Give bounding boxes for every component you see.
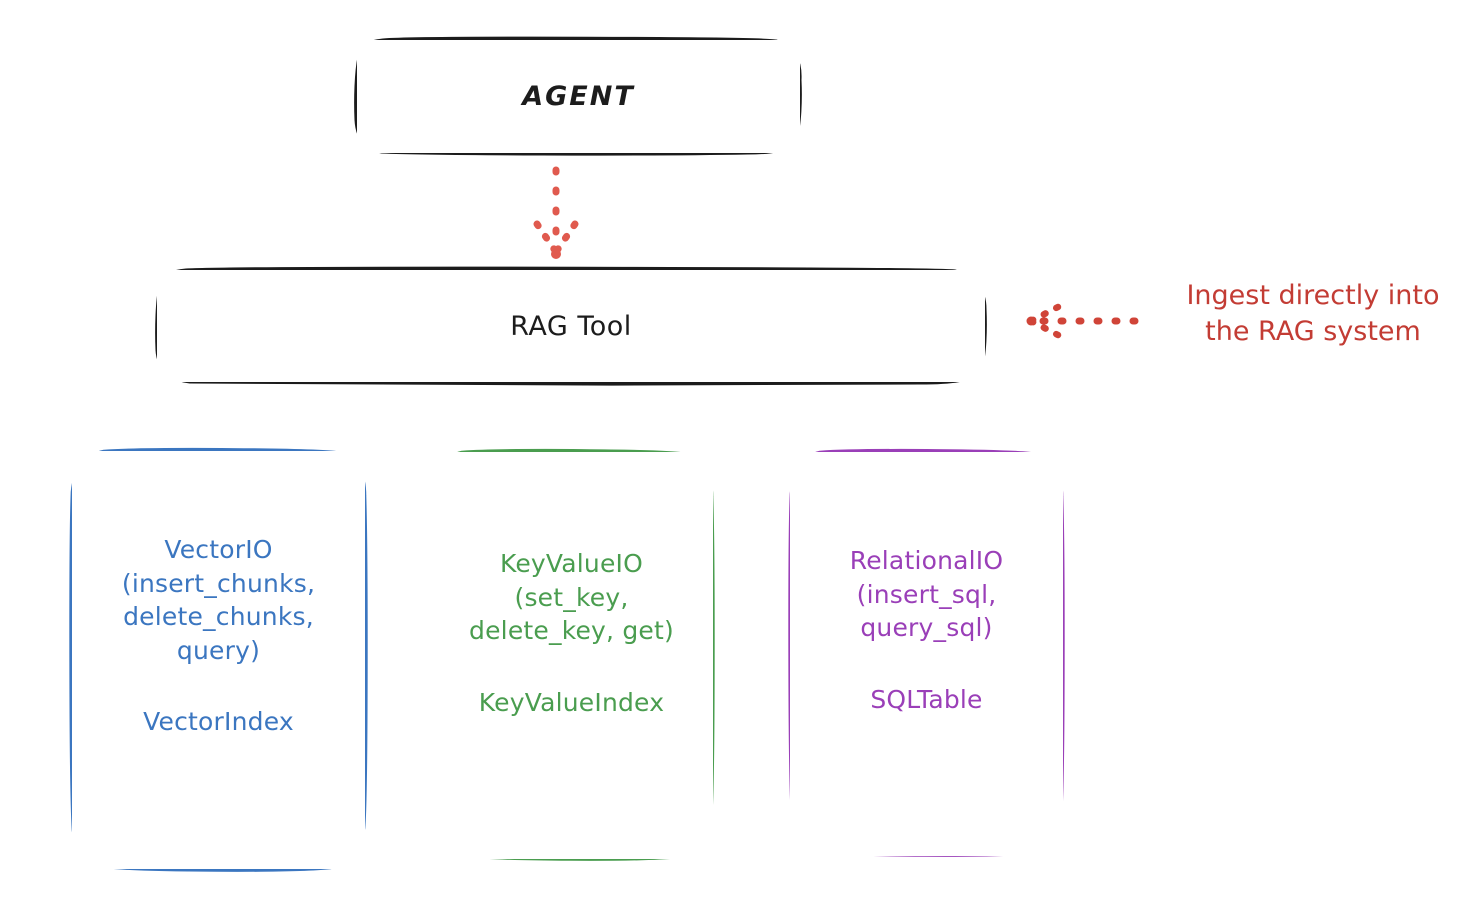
relational-io-node[interactable]: RelationalIO (insert_sql, query_sql) SQL… (790, 452, 1063, 856)
ingest-annotation-label: Ingest directly into the RAG system (1186, 280, 1440, 347)
vector-io-node[interactable]: VectorIO (insert_chunks, delete_chunks, … (72, 451, 365, 869)
key-value-io-index: KeyValueIndex (478, 687, 665, 717)
vector-io-signature: VectorIO (insert_chunks, delete_chunks, … (121, 535, 316, 665)
vector-io-index: VectorIndex (143, 707, 294, 736)
key-value-io-node[interactable]: KeyValueIO (set_key, delete_key, get) Ke… (430, 452, 713, 859)
key-value-io-signature: KeyValueIO (set_key, delete_key, get) (469, 549, 674, 645)
agent-to-rag-tool-connector (533, 166, 579, 259)
agent-label: AGENT (522, 81, 635, 112)
rag-tool-label: RAG Tool (510, 310, 632, 342)
relational-io-index: SQLTable (870, 684, 983, 714)
rag-tool-node[interactable]: RAG Tool (157, 270, 985, 382)
relational-io-signature: RelationalIO (insert_sql, query_sql) (849, 546, 1004, 642)
ingest-arrow-connector (1026, 303, 1139, 339)
agent-node[interactable]: AGENT (357, 40, 800, 153)
